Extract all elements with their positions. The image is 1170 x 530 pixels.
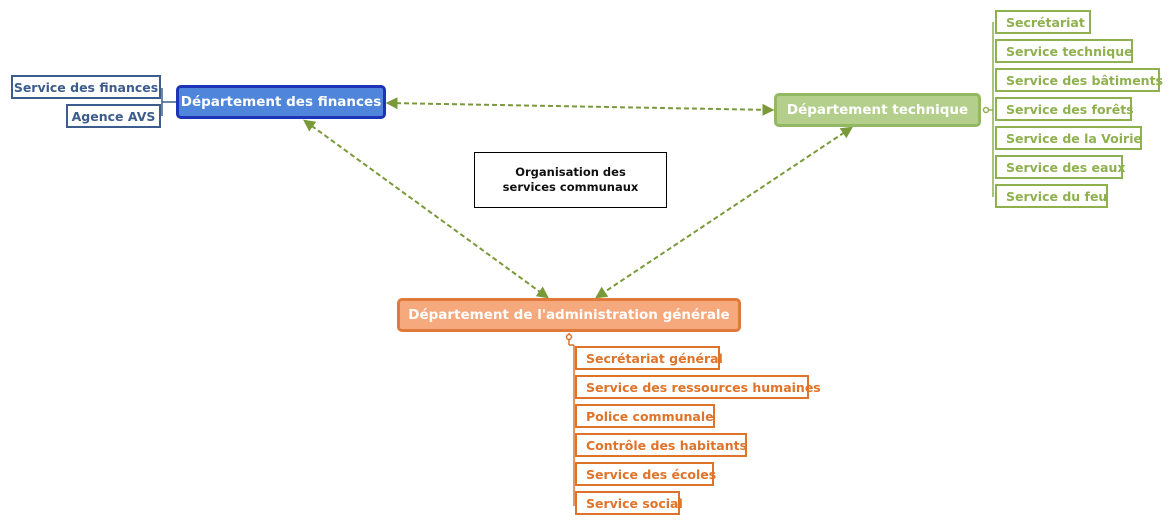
department-technique[interactable]: Département technique [774,93,981,127]
service-secretariat-general[interactable]: Secrétariat général [575,346,723,370]
service-agence-avs[interactable]: Agence AVS [66,104,161,128]
administration-branch [565,333,575,506]
service-forets[interactable]: Service des forêts [995,97,1134,121]
technique-branch [982,22,994,197]
service-secretariat[interactable]: Secrétariat [995,10,1091,34]
service-voirie[interactable]: Service de la Voirie [995,126,1142,150]
service-technique[interactable]: Service technique [995,39,1133,63]
department-finances[interactable]: Département des finances [176,85,386,119]
service-police-communale[interactable]: Police communale [575,404,715,428]
relation-finances-administration [303,119,549,299]
diagram-title: Organisation des services communaux [474,152,667,208]
service-feu[interactable]: Service du feu [995,184,1108,208]
service-batiments[interactable]: Service des bâtiments [995,68,1163,92]
service-eaux[interactable]: Service des eaux [995,155,1125,179]
service-controle-habitants[interactable]: Contrôle des habitants [575,433,747,457]
relation-finances-technique [385,97,775,116]
service-finances[interactable]: Service des finances [11,75,161,99]
service-social[interactable]: Service social [575,491,683,515]
relation-technique-administration [595,126,853,299]
service-ressources-humaines[interactable]: Service des ressources humaines [575,375,821,399]
finances-branch [161,88,176,116]
service-ecoles[interactable]: Service des écoles [575,462,716,486]
department-administration[interactable]: Département de l'administration générale [397,298,741,332]
